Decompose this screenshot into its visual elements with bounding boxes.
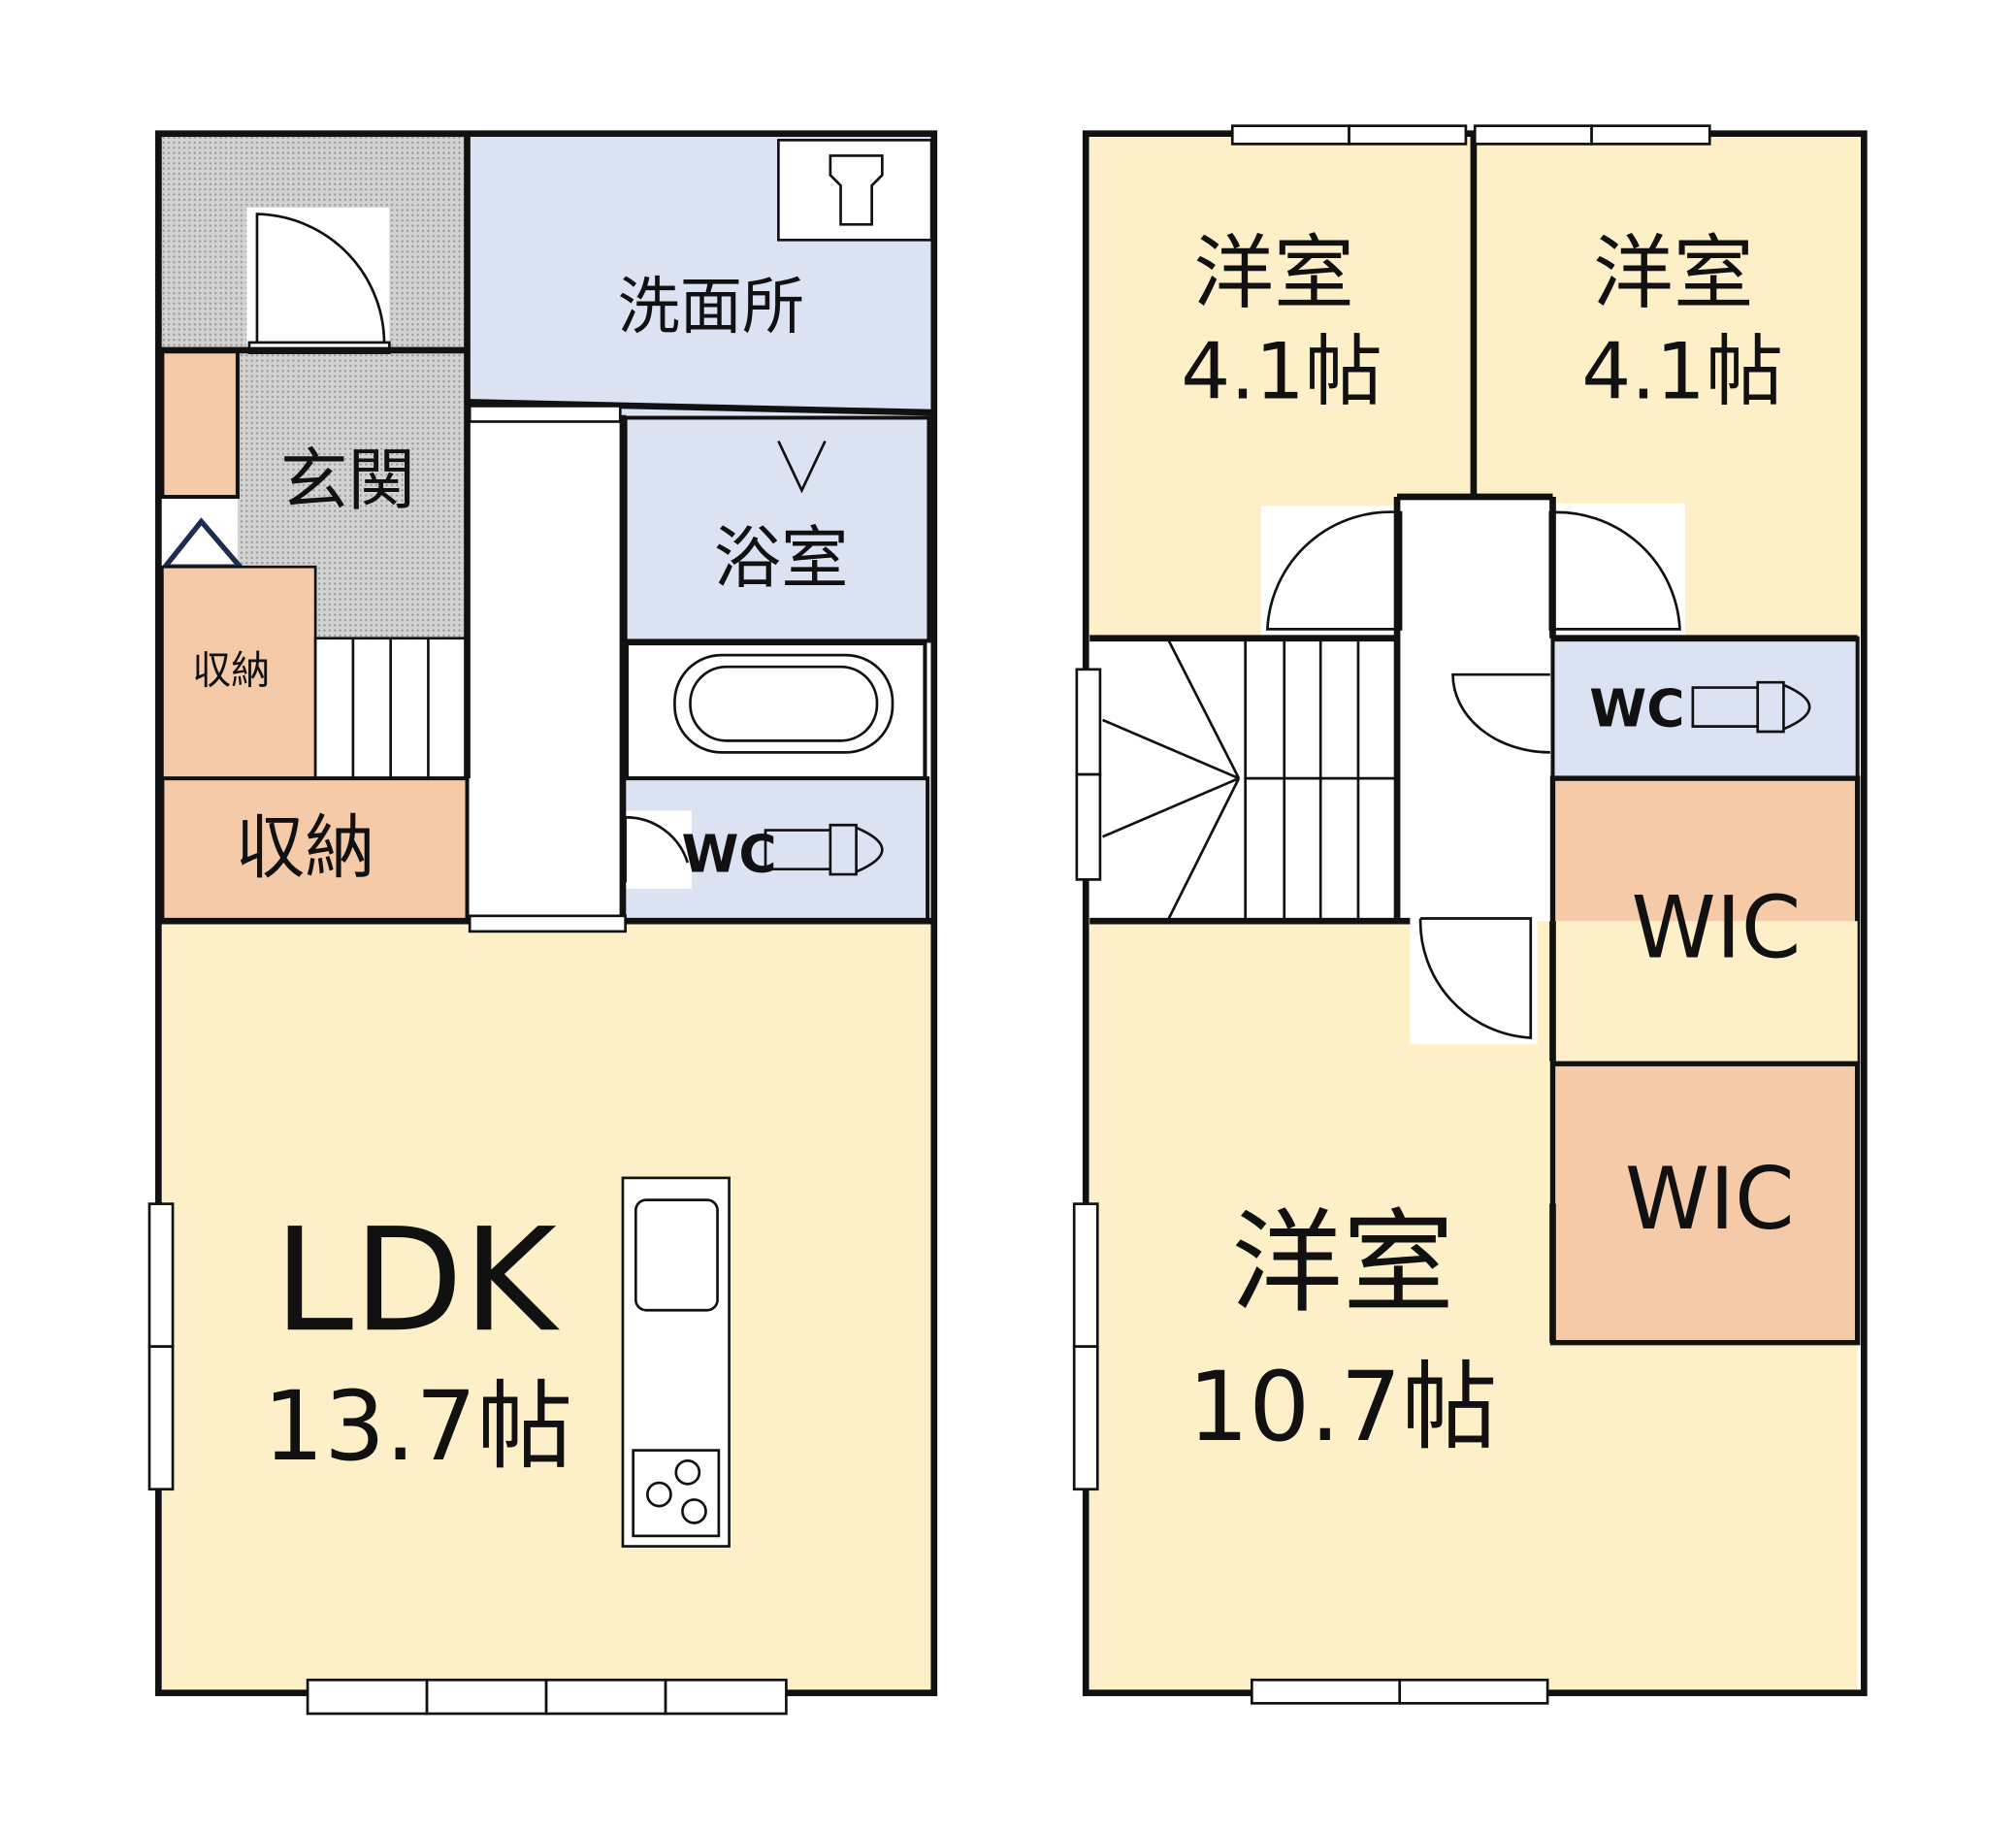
bathtub-area (624, 641, 927, 781)
entrance-label: 玄関 (280, 442, 415, 520)
bathroom (623, 415, 931, 643)
west-room-left-label: 洋室 (1193, 226, 1354, 320)
door-area (1552, 503, 1685, 637)
door-swing-icon (255, 213, 386, 348)
west-room-right-size: 4.1帖 (1581, 326, 1783, 416)
shoe-storage (160, 347, 240, 500)
door-swing-icon (1548, 510, 1681, 631)
door-swing-icon (1451, 672, 1550, 754)
toilet-icon (764, 823, 884, 876)
door-swing-icon (1418, 917, 1533, 1039)
wic-2-label: WIC (1625, 1149, 1795, 1249)
stove-icon (632, 1449, 721, 1538)
hallway-1f (470, 414, 623, 922)
ldk-room (162, 921, 932, 1693)
toilet-label-2f: WC (1589, 678, 1684, 739)
sink-icon (634, 1198, 719, 1312)
west-room-main-size: 10.7帖 (1187, 1352, 1497, 1463)
kitchen-island (621, 1176, 731, 1548)
triangle-marker-icon (159, 517, 246, 570)
west-room-left-size: 4.1帖 (1181, 326, 1382, 416)
west-room-main-label: 洋室 (1231, 1198, 1454, 1328)
floor-2-plan: 洋室 4.1帖 洋室 4.1帖 WC WIC WIC 洋室 10.7帖 (1072, 124, 1868, 1705)
wic-2 (1549, 1061, 1861, 1346)
floor-1-plan: 洗面所 玄関 浴室 収納 収納 WC LDK 13.7帖 (147, 130, 938, 1716)
west-room-right-label: 洋室 (1593, 226, 1754, 320)
ldk-label: LDK (274, 1197, 560, 1363)
hallway-2f (1397, 497, 1553, 922)
toilet-room-2f (1550, 636, 1860, 781)
wic-1-label: WIC (1632, 878, 1802, 978)
window (147, 405, 788, 1716)
door-swing-icon (1265, 510, 1403, 631)
door-area (1260, 506, 1398, 637)
toilet-label: WC (681, 823, 776, 884)
bathroom-label: 浴室 (714, 519, 849, 598)
storage-room (160, 776, 470, 924)
bathtub-icon (673, 653, 894, 754)
storage-small-label: 収納 (192, 649, 270, 694)
storage-small-room (161, 565, 317, 780)
toilet-icon (1691, 680, 1811, 734)
window (1072, 124, 1711, 1705)
washroom-label: 洗面所 (618, 271, 804, 344)
storage-label: 収納 (235, 807, 374, 889)
ldk-size-label: 13.7帖 (263, 1371, 572, 1483)
